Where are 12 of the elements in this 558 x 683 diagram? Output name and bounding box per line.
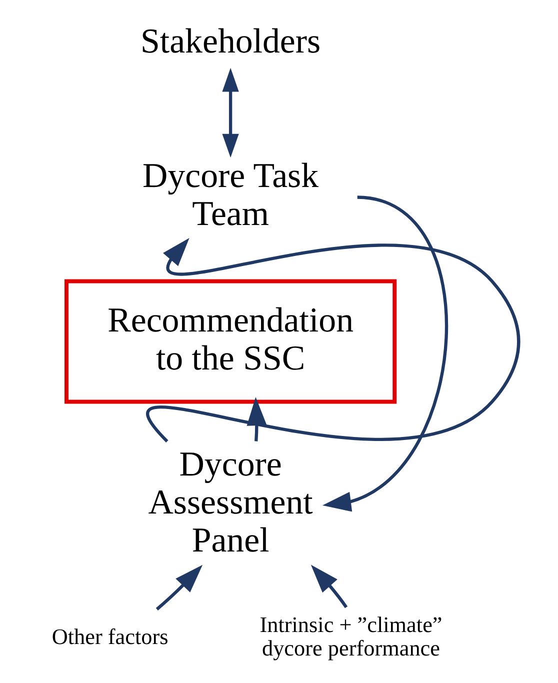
arrow bbox=[155, 564, 202, 610]
node-box: Recommendation to the SSC bbox=[64, 279, 396, 404]
node-text: Dycore Task Team bbox=[142, 156, 318, 234]
node-text: Intrinsic + ”climate” dycore performance bbox=[259, 612, 442, 661]
arrow bbox=[246, 397, 266, 442]
node-text: Stakeholders bbox=[140, 21, 320, 60]
node-text: Dycore Assessment Panel bbox=[148, 444, 312, 560]
arrow bbox=[222, 68, 238, 158]
arrow bbox=[310, 564, 348, 608]
node-text: Other factors bbox=[51, 624, 168, 649]
arrow bbox=[322, 196, 448, 512]
arrow bbox=[146, 238, 520, 442]
